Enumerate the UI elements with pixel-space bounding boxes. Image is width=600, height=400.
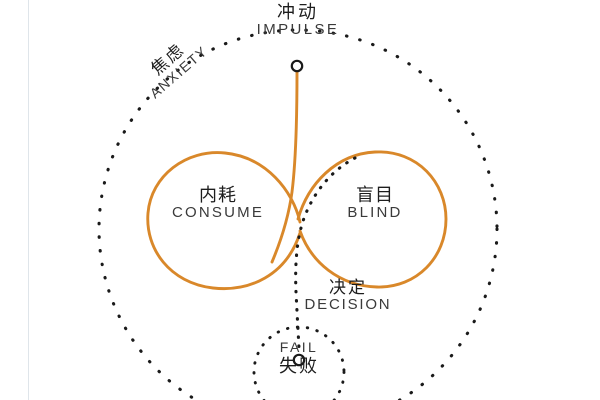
impulse-ring-marker (290, 59, 304, 73)
fail-ring-marker (292, 353, 306, 367)
outer-dotted-circle (97, 28, 499, 400)
node-label-consume-cn: 内耗 (199, 185, 237, 205)
node-label-blind: 盲目 BLIND (320, 185, 430, 222)
node-label-impulse-cn: 冲动 (277, 2, 319, 22)
node-label-consume: 内耗 CONSUME (158, 185, 278, 222)
node-label-fail-cn: 失败 (279, 355, 319, 376)
node-label-decision: 决定 DECISION (288, 278, 408, 314)
impulse-entry-stroke (270, 70, 299, 264)
node-label-fail: FAIL 失败 (252, 339, 346, 376)
node-label-impulse-en: IMPULSE (256, 21, 340, 39)
node-label-decision-cn: 决定 (329, 278, 367, 297)
node-label-blind-en: BLIND (347, 204, 403, 222)
node-label-blind-cn: 盲目 (356, 185, 394, 205)
node-label-impulse: 冲动 IMPULSE (238, 2, 358, 39)
loop-left-lobe (146, 151, 302, 291)
loop-right-lobe (296, 150, 448, 289)
node-label-fail-en: FAIL (279, 339, 319, 355)
node-label-consume-en: CONSUME (171, 204, 265, 222)
left-edge-rule (28, 0, 29, 400)
decision-dotted-path (294, 156, 357, 350)
node-label-decision-en: DECISION (304, 296, 392, 314)
